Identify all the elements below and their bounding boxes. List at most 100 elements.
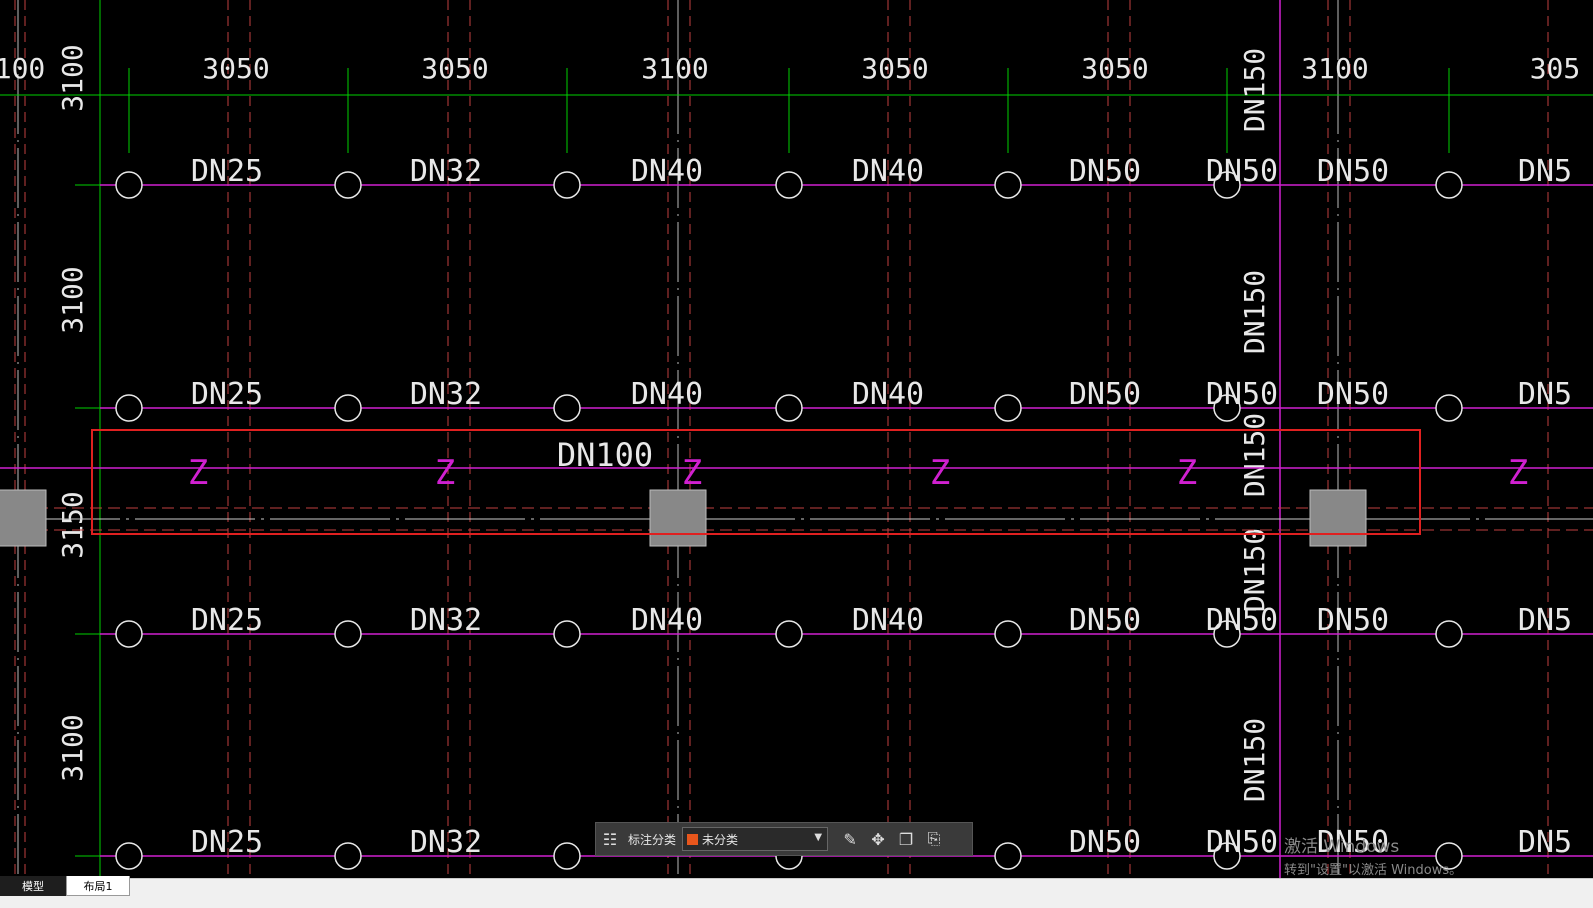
tab-layout1[interactable]: 布局1 [66,876,130,896]
pipe-size-label: DN50 [1206,154,1278,189]
pipe-size-label: DN5 [1518,377,1572,412]
main-pipe-symbol: Z [930,453,950,493]
riser-size-label: DN150 [1238,528,1271,612]
dimension-label: 3050 [421,52,488,85]
dimension-label: 100 [0,52,45,85]
sprinkler-head-icon [994,171,1022,199]
toolbar-label: 标注分类 [628,832,677,847]
pipe-size-label: DN50 [1069,825,1141,860]
main-pipe-symbol: Z [188,453,208,493]
dimension-label: 3100 [1301,52,1368,85]
layout-tab-bar: 模型 布局1 [0,876,1593,908]
pipe-size-label: DN32 [410,377,482,412]
sprinkler-head-icon [1213,171,1241,199]
sprinkler-head-icon [1435,394,1463,422]
pipe-size-label: DN32 [410,825,482,860]
edit-icon[interactable]: ✎ [843,829,857,849]
pipe-size-label: DN50 [1317,154,1389,189]
watermark-title: 激活 Windows [1284,837,1400,857]
dimension-label: 3100 [56,714,89,781]
pipe-size-label: DN25 [191,377,263,412]
dimension-label: 3050 [861,52,928,85]
dimension-label: 305 [1530,52,1581,85]
main-pipe-label: DN100 [557,436,653,474]
pipe-size-label: DN50 [1206,603,1278,638]
category-select-value: 未分类 [702,832,739,847]
sprinkler-head-icon [334,620,362,648]
main-pipe-symbol: Z [1508,453,1528,493]
sprinkler-head-icon [994,620,1022,648]
category-color-swatch [687,833,699,845]
main-pipe-symbol: Z [435,453,455,493]
dimension-label: 3100 [56,44,89,111]
structural-column [649,489,707,547]
dimension-label: 3100 [641,52,708,85]
sprinkler-head-icon [115,842,143,870]
highlight-box [91,429,1421,535]
pipe-size-label: DN25 [191,603,263,638]
pipe-size-label: DN25 [191,825,263,860]
annotation-toolbar: ☷ 标注分类 未分类 ▼ ✎ ✥ ❐ ⎘ [595,822,973,856]
watermark-subtitle: 转到"设置"以激活 Windows。 [1284,863,1463,878]
sprinkler-head-icon [775,394,803,422]
pipe-size-label: DN50 [1069,377,1141,412]
pipe-size-label: DN50 [1206,377,1278,412]
pipe-size-label: DN40 [852,377,924,412]
main-pipe-symbol: Z [1177,453,1197,493]
group-icon[interactable]: ☷ [602,829,618,849]
pipe-size-label: DN5 [1518,825,1572,860]
sprinkler-head-icon [994,842,1022,870]
riser-size-label: DN150 [1238,413,1271,497]
sprinkler-head-icon [553,842,581,870]
pipe-size-label: DN40 [852,603,924,638]
pipe-size-label: DN40 [631,603,703,638]
dimension-label: 3100 [56,266,89,333]
dimension-label: 3050 [202,52,269,85]
dimension-label: 3150 [56,491,89,558]
sprinkler-head-icon [1435,620,1463,648]
pipe-size-label: DN50 [1317,603,1389,638]
pipe-size-label: DN40 [631,377,703,412]
pipe-size-label: DN40 [631,154,703,189]
pipe-size-label: DN5 [1518,603,1572,638]
sprinkler-head-icon [115,620,143,648]
copy-icon[interactable]: ❐ [898,829,914,849]
sprinkler-head-icon [115,394,143,422]
sprinkler-head-icon [775,620,803,648]
sprinkler-head-icon [553,171,581,199]
riser-size-label: DN150 [1238,718,1271,802]
pipe-size-label: DN50 [1206,825,1278,860]
pipe-size-label: DN50 [1069,154,1141,189]
sprinkler-head-icon [334,842,362,870]
pipe-size-label: DN50 [1069,603,1141,638]
sprinkler-head-icon [1213,620,1241,648]
sprinkler-head-icon [553,620,581,648]
dimension-label: 3050 [1081,52,1148,85]
cad-drawing[interactable]: 100 3050 3050 3100 3050 3050 3100 305 3100 3100 31… [0,0,1593,878]
pipe-size-label: DN25 [191,154,263,189]
paste-icon[interactable]: ⎘ [927,829,941,848]
chevron-down-icon: ▼ [814,832,823,843]
category-select[interactable]: 未分类 ▼ [682,827,829,851]
sprinkler-head-icon [1435,171,1463,199]
move-icon[interactable]: ✥ [871,829,885,849]
sprinkler-head-icon [334,394,362,422]
riser-size-label: DN150 [1238,270,1271,354]
main-pipe-symbol: Z [682,453,702,493]
structural-column [0,489,47,547]
sprinkler-head-icon [334,171,362,199]
pipe-size-label: DN32 [410,154,482,189]
sprinkler-head-icon [1213,842,1241,870]
windows-activation-watermark: 激活 Windows 转到"设置"以激活 Windows。 [1284,832,1462,878]
pipe-size-label: DN32 [410,603,482,638]
sprinkler-head-icon [1435,842,1463,870]
pipe-size-label: DN50 [1317,377,1389,412]
riser-size-label: DN150 [1238,48,1271,132]
pipe-size-label: DN5 [1518,154,1572,189]
sprinkler-head-icon [775,171,803,199]
tab-model[interactable]: 模型 [0,876,66,896]
sprinkler-head-icon [994,394,1022,422]
sprinkler-head-icon [553,394,581,422]
structural-column [1309,489,1367,547]
cad-drawing-canvas[interactable]: 100 3050 3050 3100 3050 3050 3100 305 3100 3100 31… [0,0,1593,878]
